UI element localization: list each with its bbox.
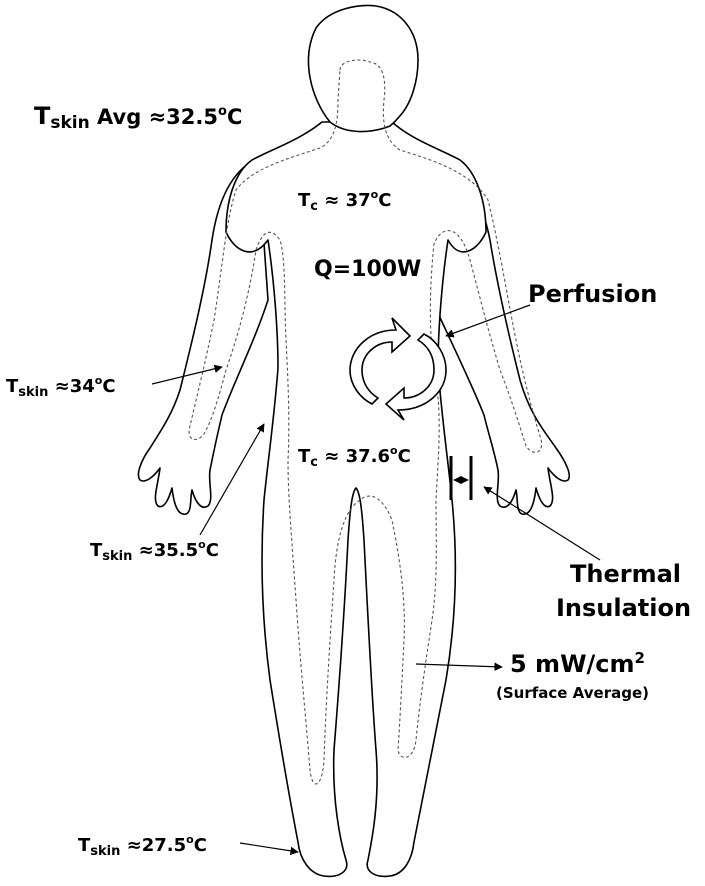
skin-feet-temperature-label: Tskin ≈27.5oC [78,833,207,859]
thermal-insulation-label-line2: Insulation [556,594,691,622]
heat-flux-label: 5 mW/cm2 [510,649,645,678]
torso-and-legs [226,122,486,876]
heat-power-label: Q=100W [314,257,421,282]
human-body-outline [138,6,569,877]
head [309,6,418,132]
skin-feet-arrow [240,843,298,852]
heat-flux-note: (Surface Average) [496,684,649,702]
thermal-insulation-label-line1: Thermal [570,560,681,588]
thickness-bracket-icon [451,456,471,500]
skin-arm-temperature-label: Tskin ≈34oC [6,374,116,400]
perfusion-label: Perfusion [528,280,657,308]
skin-torso-temperature-label: Tskin ≈35.5oC [90,538,219,564]
skin-avg-temperature-label: Tskin Avg ≈32.5oC [34,102,242,133]
